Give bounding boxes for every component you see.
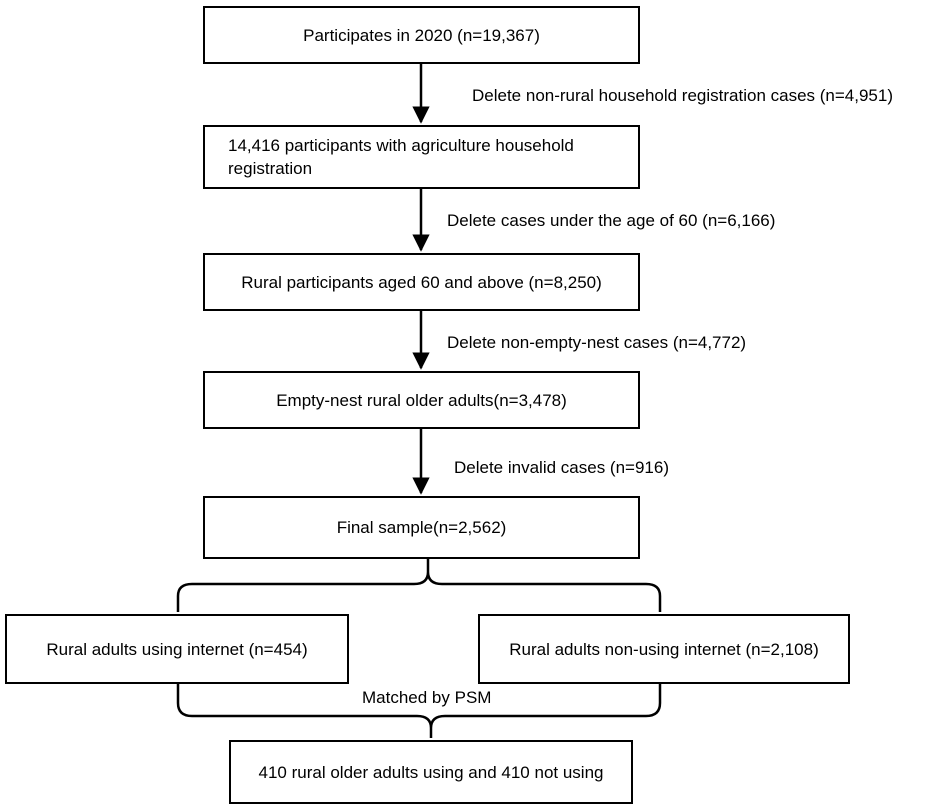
label-delete-invalid: Delete invalid cases (n=916) [454,458,669,477]
label-matched-by-psm: Matched by PSM [362,688,492,707]
label-delete-under-60: Delete cases under the age of 60 (n=6,16… [447,211,776,230]
box-participants: Participates in 2020 (n=19,367) [203,6,640,64]
label-delete-non-empty-nest: Delete non-empty-nest cases (n=4,772) [447,333,747,352]
box-empty-nest: Empty-nest rural older adults(n=3,478) [203,371,640,429]
box-using-internet: Rural adults using internet (n=454) [5,614,349,684]
merge-brace [176,684,662,738]
box-matched-sample: 410 rural older adults using and 410 not… [229,740,633,804]
box-final-sample: Final sample(n=2,562) [203,496,640,559]
box-agriculture-registration: 14,416 participants with agriculture hou… [203,125,640,189]
label-delete-non-rural: Delete non-rural household registration … [472,86,893,105]
split-brace [176,559,662,612]
box-rural-aged-60: Rural participants aged 60 and above (n=… [203,253,640,311]
box-non-using-internet: Rural adults non-using internet (n=2,108… [478,614,850,684]
